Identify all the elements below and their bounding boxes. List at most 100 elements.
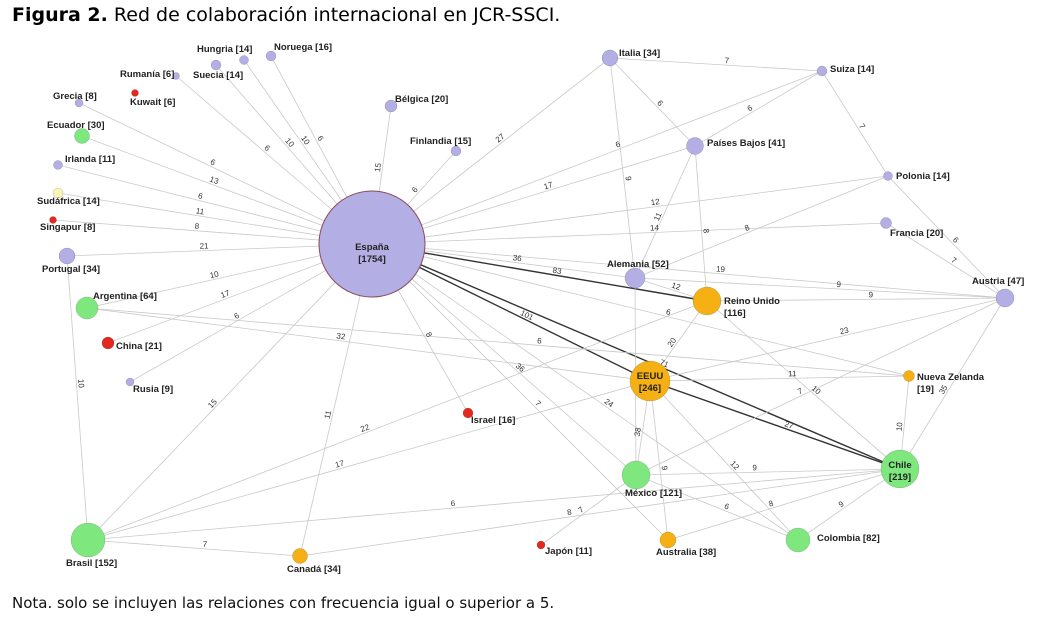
node-label-singapur: Singapur [8] <box>40 222 95 233</box>
node-label-finlandia: Finlandia [15] <box>410 136 471 147</box>
node-singapur <box>49 216 57 224</box>
edge-suiza-paisesbajos <box>694 70 823 147</box>
edge-weight-suiza-polonia: 7 <box>857 122 867 131</box>
node-belgica <box>384 99 398 113</box>
node-label-paisesbajos: Países Bajos [41] <box>707 138 785 149</box>
node-eeuu <box>629 360 671 402</box>
edge-italia-suiza <box>609 57 823 72</box>
edge-weight-italia-alemania: 9 <box>623 176 633 182</box>
edge-weight-eeuu-brasil: 17 <box>334 458 346 469</box>
edge-espana-chile <box>371 243 901 470</box>
edge-mexico-japon <box>540 474 637 546</box>
node-kuwait <box>131 89 139 97</box>
edge-weight-chile-mexico: 9 <box>752 463 757 472</box>
node-irlanda <box>53 160 63 170</box>
figure-note: Nota. solo se incluyen las relaciones co… <box>12 594 555 612</box>
edge-weight-eeuu-argentina: 32 <box>336 331 347 341</box>
node-label-polonia: Polonia [14] <box>896 171 950 182</box>
edge-weight-paisesbajos-alemania: 11 <box>652 211 664 223</box>
edge-espana-brasil <box>87 243 373 541</box>
edge-weight-espana-brasil: 15 <box>206 397 219 410</box>
edge-weight-reinounido-brasil: 22 <box>359 422 371 434</box>
edge-weight-espana-suiza: 6 <box>614 139 622 149</box>
edge-polonia-austria <box>887 175 1006 299</box>
edge-weight-espana-alemania: 36 <box>512 253 523 263</box>
node-argentina <box>75 296 99 320</box>
node-colombia <box>785 527 811 553</box>
edge-chile-mexico <box>635 468 901 476</box>
node-label-brasil: Brasil [152] <box>66 558 117 569</box>
node-label-chile: Chile[219] <box>888 460 911 483</box>
edge-weight-mexico-japon: 7 <box>577 505 586 515</box>
node-alemania <box>624 267 646 289</box>
node-australia <box>659 531 677 549</box>
edge-chile-brasil <box>87 468 901 541</box>
edge-reinounido-austria <box>706 297 1006 302</box>
figure-title-text: Red de colaboración internacional en JCR… <box>107 4 561 26</box>
edge-eeuu-colombia <box>649 380 799 541</box>
node-brasil <box>70 522 106 558</box>
edge-weight-eeuu-austria: 23 <box>839 325 850 336</box>
node-label-nuevazelanda: Nueva Zelanda[19] <box>917 372 985 395</box>
edge-weight-espana-irlanda: 6 <box>197 191 204 201</box>
edge-weight-espana-colombia: 24 <box>603 397 616 410</box>
node-rusia <box>125 377 135 387</box>
edge-weight-austria-chile: 35 <box>937 383 950 396</box>
edge-weight-francia-austria: 7 <box>950 255 959 265</box>
edge-weight-eeuu-colombia: 12 <box>728 459 741 472</box>
node-label-sudafrica: Sudáfrica [14] <box>37 196 100 207</box>
node-espana <box>318 190 426 298</box>
edge-francia-austria <box>885 222 1006 299</box>
edge-weight-espana-chile: 71 <box>658 358 670 370</box>
edge-espana-mexico <box>371 243 637 476</box>
node-hungria <box>210 59 222 71</box>
edge-espana-francia <box>371 222 887 245</box>
node-label-espana: España[1754] <box>355 242 390 265</box>
edge-chile-canada <box>299 468 901 557</box>
edge-weight-espana-noruega: 6 <box>315 134 325 143</box>
edge-weight-chile-canada: 8 <box>566 508 572 518</box>
edge-weight-espana-ecuador: 13 <box>208 175 220 187</box>
edges-layer <box>52 55 1006 557</box>
edge-weight-espana-canada: 11 <box>323 409 334 420</box>
node-paisesbajos <box>686 137 704 155</box>
edge-weight-reinounido-austria: 9 <box>869 290 874 299</box>
node-label-hungria: Hungria [14] <box>197 44 252 55</box>
edge-weight-eeuu-australia: 9 <box>660 465 670 471</box>
edge-weight-espana-portugal: 21 <box>199 241 209 250</box>
node-suiza <box>816 65 828 77</box>
edge-chile-australia <box>667 468 901 541</box>
edge-weight-espana-grecia: 6 <box>209 157 217 167</box>
node-chile <box>880 449 920 489</box>
node-label-eeuu: EEUU[246] <box>637 371 664 394</box>
edge-weight-espana-hungria: 10 <box>283 136 296 149</box>
edge-weight-espana-belgica: 15 <box>373 162 383 173</box>
node-canada <box>292 548 308 564</box>
figure-title: Figura 2. Red de colaboración internacio… <box>12 4 560 26</box>
node-label-colombia: Colombia [82] <box>817 533 880 544</box>
edge-weight-espana-rumania: 6 <box>263 143 273 153</box>
edge-weight-italia-paisesbajos: 6 <box>655 99 665 109</box>
node-label-irlanda: Irlanda [11] <box>65 154 115 165</box>
edge-eeuu-austria <box>649 297 1006 382</box>
node-suecia <box>239 55 249 65</box>
edge-weight-eeuu-nuevazelanda: 11 <box>788 369 797 378</box>
node-noruega <box>265 50 277 62</box>
edge-weight-reinounido-eeuu: 20 <box>666 336 679 349</box>
edge-weight-austria-mexico: 7 <box>796 386 804 396</box>
edge-weight-alemania-austria: 9 <box>836 280 841 289</box>
node-label-belgica: Bélgica [20] <box>395 94 448 105</box>
edge-paisesbajos-alemania <box>634 145 696 279</box>
edge-weight-paisesbajos-reinounido: 8 <box>701 228 710 234</box>
node-label-reinounido: Reino Unido[116] <box>724 296 780 319</box>
edge-weight-polonia-alemania: 8 <box>743 223 751 233</box>
edge-weight-nuevazelanda-chile: 10 <box>895 421 905 431</box>
node-label-kuwait: Kuwait [6] <box>130 97 175 108</box>
node-japon <box>536 540 546 550</box>
edge-weight-chile-australia: 8 <box>768 499 775 509</box>
edge-austria-mexico <box>635 297 1006 476</box>
node-label-argentina: Argentina [64] <box>93 291 157 302</box>
node-reinounido <box>692 286 722 316</box>
node-portugal <box>58 247 76 265</box>
